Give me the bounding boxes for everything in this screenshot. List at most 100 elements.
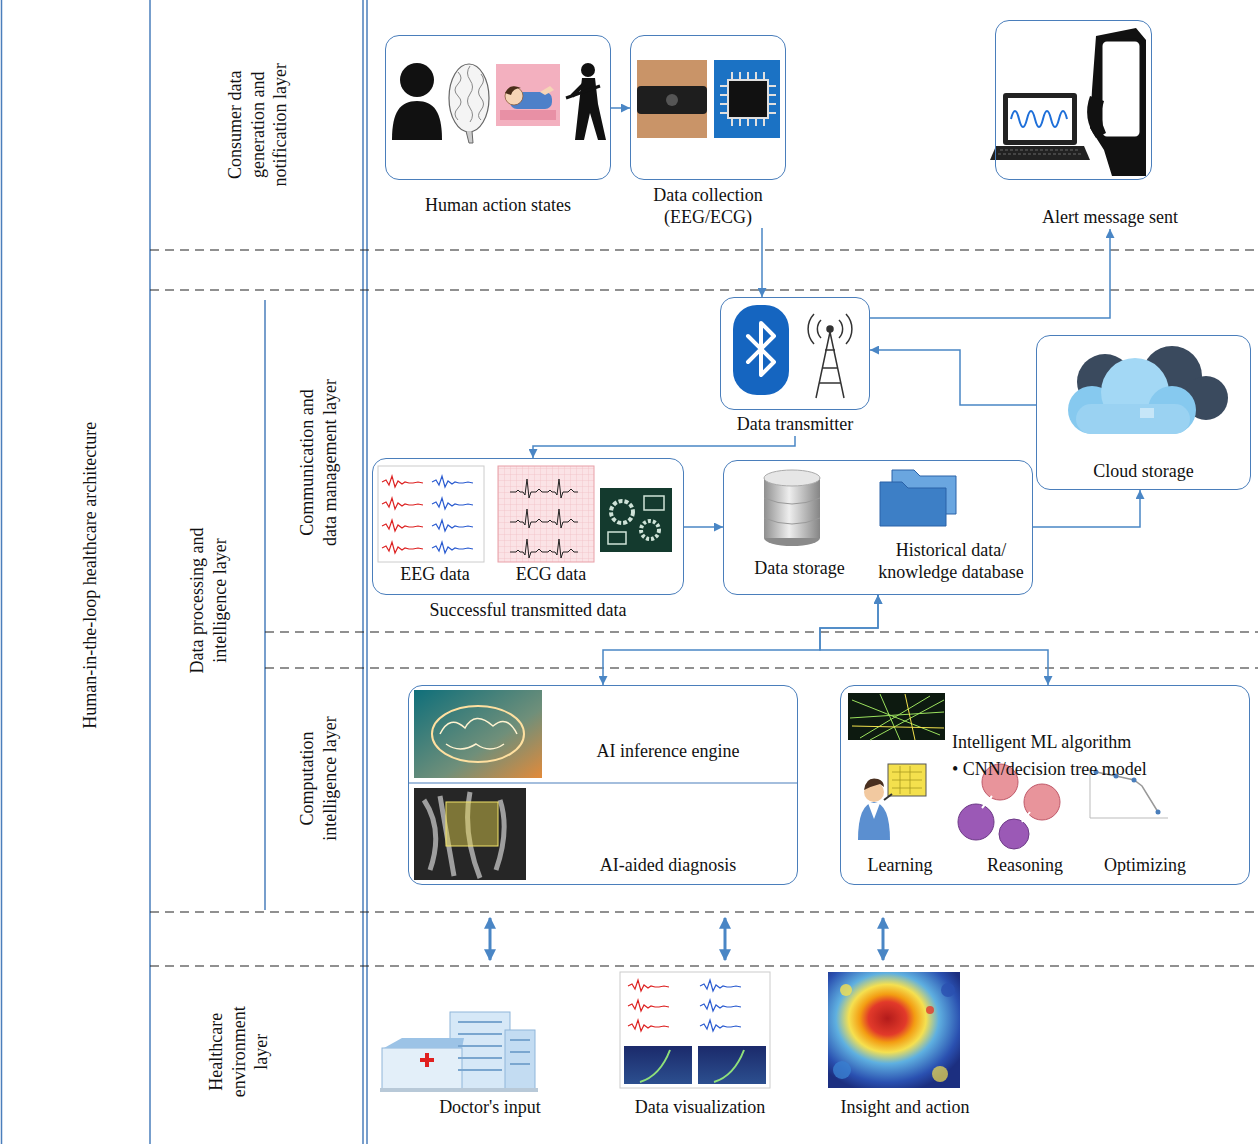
layer-grid [264, 300, 266, 910]
box-label: EEG data [380, 564, 490, 586]
radio-tower-icon [808, 314, 852, 398]
double-arrow [489, 918, 492, 960]
reasoning-icon [1024, 784, 1060, 820]
soldier-silhouette [566, 63, 606, 140]
heatmap-picture [828, 972, 960, 1088]
data-visualization-picture [698, 1046, 766, 1084]
process-box: Data transmitter [720, 297, 870, 436]
hospital-picture [458, 1022, 530, 1070]
box-label: Intelligent ML algorithm [952, 732, 1242, 754]
gears-picture [608, 532, 626, 544]
double-arrow [490, 918, 883, 960]
panel-divider [409, 782, 797, 783]
layer-label: Healthcare environment layer [204, 999, 272, 1104]
radio-tower-icon [827, 326, 833, 332]
box-outline [385, 35, 611, 180]
database-icon [764, 470, 820, 546]
box-label: Data storage [737, 558, 862, 580]
layer-label: Communication and data management layer [296, 375, 341, 549]
hospital-picture [380, 1012, 538, 1092]
ecg-chart-picture [498, 466, 594, 562]
process-box: EEG dataECG dataSuccessful transmitted d… [372, 458, 684, 622]
sensor-belt-photo [637, 60, 707, 138]
process-box: Data storageHistorical data/ knowledge d… [723, 460, 1033, 595]
box-outline [720, 297, 870, 410]
ecg-chart-picture [498, 466, 594, 562]
layer-divider [150, 911, 1258, 912]
laptop-icon [1011, 111, 1067, 127]
person-silhouette [392, 101, 442, 140]
reasoning-icon [982, 796, 1030, 822]
box-label: Alert message sent [1010, 207, 1210, 229]
box-label: Optimizing [1090, 855, 1200, 877]
xray-picture [424, 792, 504, 878]
hospital-picture [420, 1053, 434, 1067]
box-outline [995, 20, 1152, 180]
sleeping-child-picture [496, 64, 560, 126]
sleeping-child-picture [496, 64, 560, 126]
brain-sketch [455, 66, 484, 122]
layer-divider [150, 965, 1258, 966]
bluetooth-logo [733, 305, 789, 395]
process-box: Data collection (EEG/ECG) [630, 35, 786, 228]
data-visualization-picture [620, 972, 770, 1088]
learning-icon [884, 794, 892, 800]
sleeping-child-picture [500, 110, 556, 120]
learning-icon [864, 778, 884, 790]
process-box: Cloud storage [1036, 335, 1251, 490]
laptop-icon [1003, 93, 1077, 145]
database-icon [764, 498, 820, 524]
heatmap-picture [926, 1006, 934, 1014]
ecg-chart-picture [510, 509, 578, 528]
brain-sketch [449, 64, 489, 132]
box-label: Data transmitter [710, 414, 880, 436]
phone-in-hand-icon [1101, 40, 1141, 138]
layer-grid [2, 0, 368, 1144]
cloud-icon [1068, 346, 1228, 434]
box-label: AI-aided diagnosis [548, 855, 788, 877]
ecg-chart-picture [498, 466, 594, 562]
layer-divider [265, 631, 1258, 632]
folder-icon [880, 482, 946, 526]
hospital-picture [384, 1038, 464, 1048]
data-visualization-picture [640, 1050, 744, 1082]
brain-sketch [466, 131, 473, 143]
laptop-icon [1008, 98, 1072, 140]
box-label: Human action states [385, 195, 611, 217]
double-arrow [724, 918, 727, 960]
box-label: Cloud storage [1036, 461, 1251, 483]
heatmap-picture [833, 1061, 851, 1079]
layer-label: Data processing and intelligence layer [186, 518, 231, 683]
data-visualization-picture [628, 1020, 669, 1031]
soldier-silhouette [572, 84, 584, 96]
eeg-chart-picture [378, 466, 484, 562]
heatmap-picture [941, 983, 955, 997]
box-label: ECG data [496, 564, 606, 586]
process-box: Intelligent ML algorithm• CNN/decision t… [840, 685, 1250, 885]
data-visualization-picture [700, 980, 741, 991]
layer-divider [150, 250, 1258, 966]
gears-picture [611, 501, 633, 523]
database-icon [764, 470, 820, 486]
gears-picture [644, 496, 664, 510]
connector-arrow [870, 350, 1036, 405]
image-caption: Insight and action [805, 1097, 1005, 1119]
layer-grid [1, 0, 3, 1144]
data-visualization-picture [620, 972, 770, 1088]
laptop-icon [998, 150, 1082, 154]
neural-network-picture [850, 694, 944, 740]
ai-brain-picture [414, 690, 542, 778]
eeg-chart-picture [432, 498, 473, 509]
radio-tower-icon [808, 314, 852, 344]
box-label: Reasoning [960, 855, 1090, 877]
box-label: Data collection (EEG/ECG) [630, 185, 786, 228]
eeg-chart-picture [432, 476, 473, 487]
reasoning-icon [958, 804, 994, 840]
sensor-belt-photo [637, 60, 707, 138]
layer-divider [265, 667, 1258, 668]
connector-arrow [820, 595, 1048, 685]
ecg-chart-picture [510, 479, 578, 498]
gears-picture [600, 488, 672, 552]
data-visualization-picture [700, 1000, 741, 1011]
